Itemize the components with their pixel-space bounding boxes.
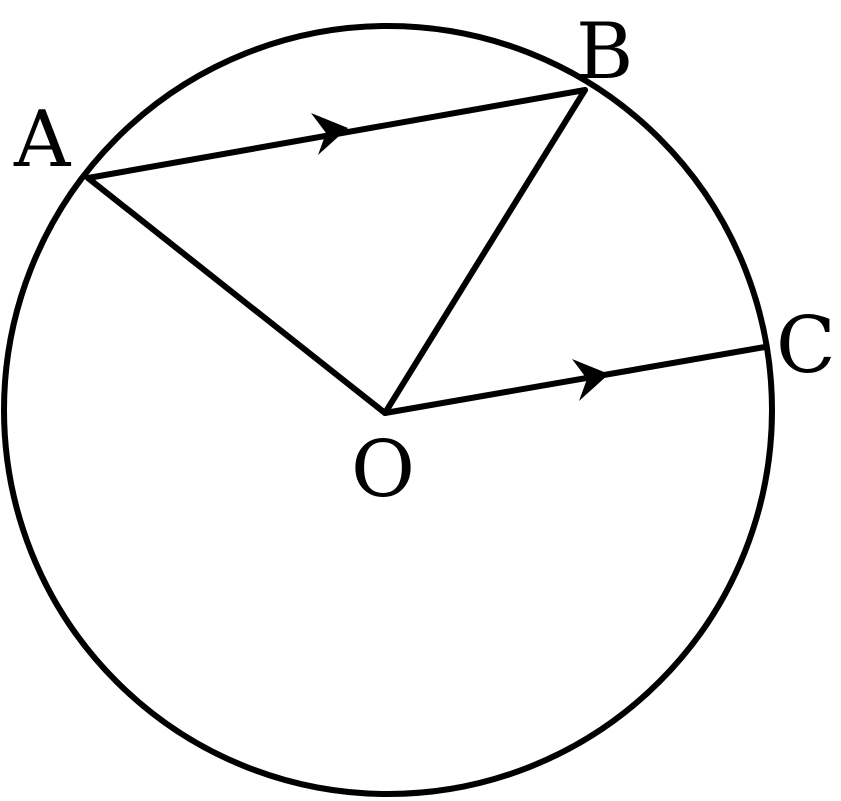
arrowhead-OC (572, 359, 609, 401)
segment-OB (382, 87, 588, 416)
point-label-B: B (576, 7, 633, 97)
segment-OC (382, 344, 768, 416)
segment-AO (85, 175, 388, 416)
circle (1, 23, 775, 797)
point-label-O: O (351, 425, 415, 515)
point-label-C: C (776, 301, 836, 391)
arrowhead-AB (311, 113, 348, 155)
point-label-A: A (13, 95, 72, 185)
